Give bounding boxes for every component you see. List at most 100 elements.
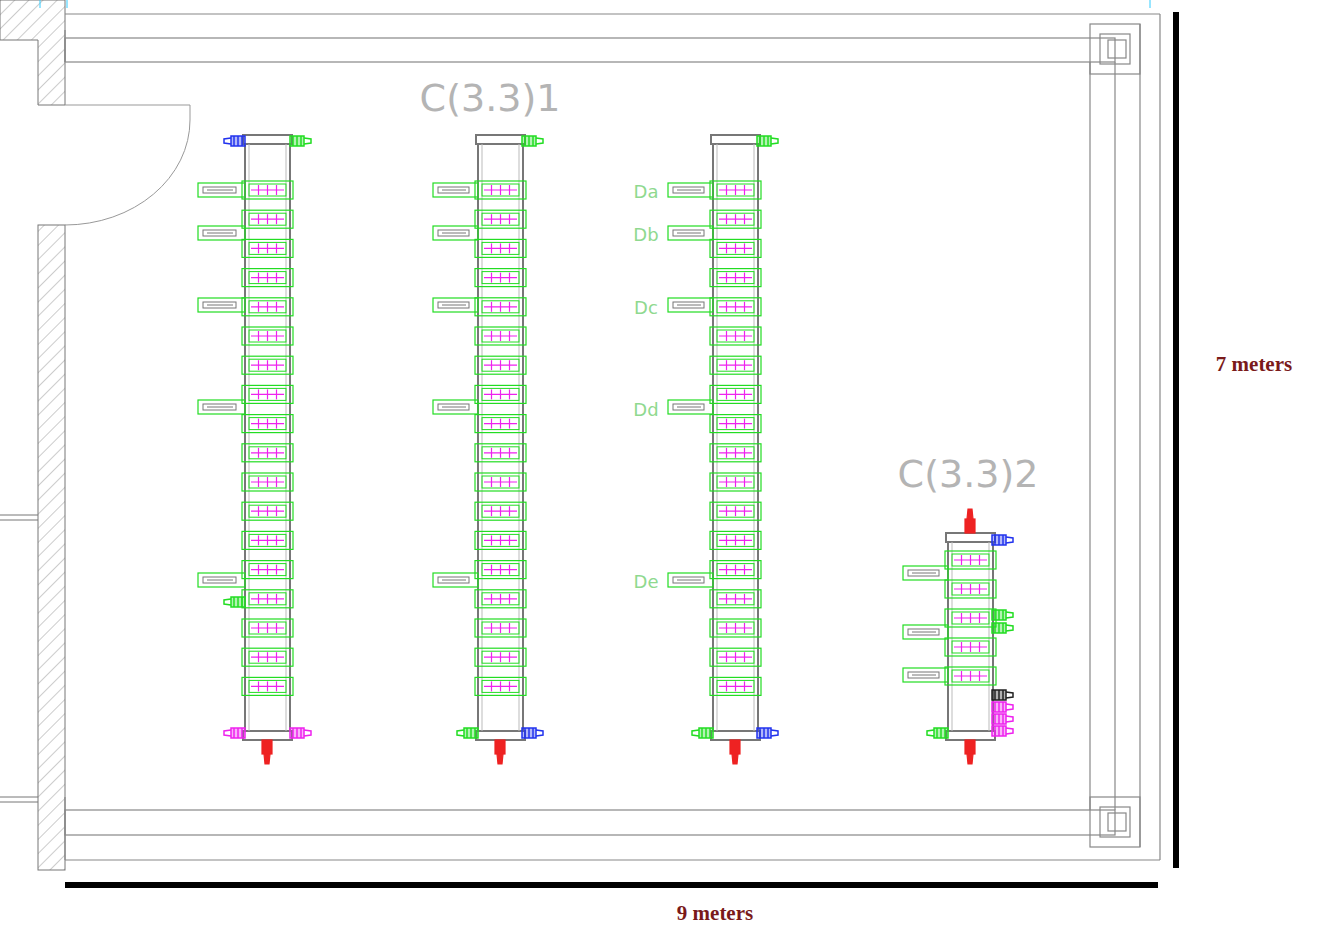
rack-module [242, 298, 293, 316]
rack-module [242, 473, 293, 491]
room-outline [65, 14, 1160, 860]
connector-symbol [692, 728, 713, 738]
side-fixture [903, 566, 948, 580]
connector-symbol [457, 728, 478, 738]
rack-module [242, 590, 293, 608]
rack-module [710, 385, 761, 403]
rack-module [710, 239, 761, 257]
side-fixture [668, 298, 713, 312]
rack-module [475, 269, 526, 287]
cabinet-label: C(3.3)2 [898, 455, 1039, 493]
rack-module [710, 415, 761, 433]
connector-symbol [992, 690, 1013, 700]
rack-module [710, 648, 761, 666]
rack-module [710, 269, 761, 287]
rack-module [710, 619, 761, 637]
connector-symbol [757, 728, 778, 738]
side-fixture [433, 400, 478, 414]
rack-module [945, 580, 996, 598]
rack-module [475, 619, 526, 637]
rack-cabinet [946, 533, 995, 740]
rack-module [475, 502, 526, 520]
rack-module [242, 648, 293, 666]
rack-module [710, 356, 761, 374]
row-label: Da [634, 183, 659, 201]
rack-module [710, 590, 761, 608]
rack-module [475, 181, 526, 199]
connector-symbol [224, 597, 245, 607]
connector-symbol [992, 726, 1013, 736]
rack-module [242, 269, 293, 287]
connector-symbol [992, 702, 1013, 712]
rack-module [475, 415, 526, 433]
rack-module [242, 444, 293, 462]
rack-module [242, 502, 293, 520]
side-fixture [903, 668, 948, 682]
rack-module [475, 531, 526, 549]
rack-module [475, 385, 526, 403]
side-fixture [668, 183, 713, 197]
rack-module [242, 561, 293, 579]
rack-module [710, 531, 761, 549]
marker-tick [67, 0, 68, 8]
rack-module [710, 181, 761, 199]
rack-module [945, 638, 996, 656]
side-fixture [198, 183, 245, 197]
side-fixture [668, 400, 713, 414]
side-fixture [433, 183, 478, 197]
side-fixture [433, 573, 478, 587]
rack-module [242, 385, 293, 403]
rack-module [945, 609, 996, 627]
connector-symbol [224, 728, 245, 738]
connector-symbol [965, 509, 975, 533]
connector-symbol [290, 136, 311, 146]
side-fixture [668, 573, 713, 587]
connector-symbol [224, 136, 245, 146]
rack-module [710, 677, 761, 695]
rack-module [242, 677, 293, 695]
rack-module [242, 239, 293, 257]
marker-tick [40, 0, 41, 8]
marker-tick [1150, 0, 1151, 8]
connector-symbol [262, 740, 272, 764]
connector-symbol [290, 728, 311, 738]
connector-symbol [992, 535, 1013, 545]
racks [198, 135, 1013, 764]
side-fixture [903, 625, 948, 639]
cabinet-label: C(3.3)1 [420, 79, 561, 117]
rack-module [710, 473, 761, 491]
side-fixture [198, 298, 245, 312]
rack-module [475, 473, 526, 491]
rack-module [242, 210, 293, 228]
rack-module [242, 356, 293, 374]
rack-cabinet [711, 135, 760, 740]
rack-module [710, 502, 761, 520]
connector-symbol [757, 136, 778, 146]
rack-cabinet [476, 135, 525, 740]
row-label: De [634, 573, 659, 591]
rack-module [475, 590, 526, 608]
rack-module [945, 667, 996, 685]
rack-module [475, 677, 526, 695]
dimension-bar [65, 882, 1158, 888]
rack-module [242, 415, 293, 433]
row-label: Db [633, 226, 658, 244]
connector-symbol [965, 740, 975, 764]
side-fixture [668, 226, 713, 240]
left-wall [0, 0, 65, 870]
row-label: Dc [634, 299, 658, 317]
rack-module [710, 327, 761, 345]
dimension-label: 7 meters [1216, 354, 1292, 375]
row-label: Dd [633, 401, 658, 419]
side-fixture [433, 226, 478, 240]
rack-module [710, 561, 761, 579]
rack-module [242, 619, 293, 637]
rack-module [475, 648, 526, 666]
rack-cabinet [243, 135, 292, 740]
connector-symbol [522, 728, 543, 738]
rack-module [710, 298, 761, 316]
rack-module [710, 444, 761, 462]
rack-module [475, 298, 526, 316]
rack-module [475, 561, 526, 579]
